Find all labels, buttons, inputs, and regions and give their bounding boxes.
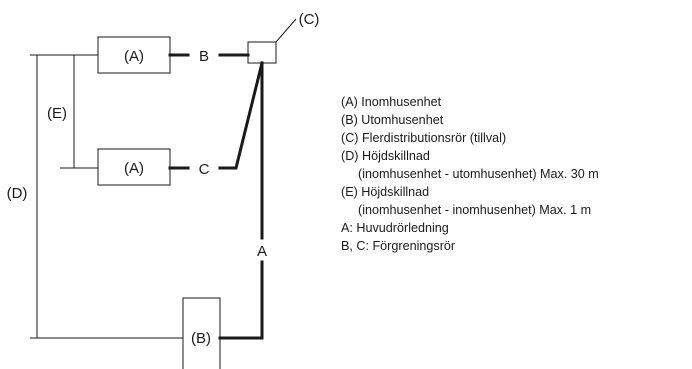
legend-item-e-detail: (inomhusenhet - inomhusenhet) Max. 1 m	[358, 203, 592, 217]
pipe-a-label: A	[257, 243, 267, 260]
indoor-unit-top-label: (A)	[124, 48, 144, 65]
indoor-unit-bottom-label: (A)	[124, 160, 144, 177]
pipe-b-label: B	[199, 48, 209, 65]
branch-pipe-box	[247, 41, 277, 64]
legend-item-e: (E) Höjdskillnad	[341, 185, 430, 199]
height-d-label: (D)	[7, 185, 28, 202]
legend-item-d-detail: (inomhusenhet - utomhusenhet) Max. 30 m	[358, 167, 599, 181]
callout-c-leader	[275, 18, 297, 43]
outdoor-unit	[182, 297, 221, 369]
legend-item-branch-pipes: B, C: Förgreningsrör	[341, 239, 456, 253]
branch-pipe-callout-label: (C)	[299, 11, 320, 28]
legend-item-b: (B) Utomhusenhet	[341, 113, 444, 127]
indoor-unit-top	[97, 36, 171, 74]
height-e-label: (E)	[47, 105, 67, 122]
legend-item-main-pipe: A: Huvudrörledning	[341, 221, 449, 235]
legend-item-a: (A) Inomhusenhet	[341, 95, 442, 109]
pipe-a-lower	[218, 260, 264, 340]
legend-item-d: (D) Höjdskillnad	[341, 149, 430, 163]
legend: (A) Inomhusenhet (B) Utomhusenhet (C) Fl…	[341, 93, 599, 255]
pipe-c-right	[218, 61, 264, 170]
pipe-c-label: C	[199, 161, 210, 178]
legend-item-c: (C) Flerdistributionsrör (tillval)	[341, 131, 507, 145]
outdoor-unit-label: (B)	[191, 330, 211, 347]
